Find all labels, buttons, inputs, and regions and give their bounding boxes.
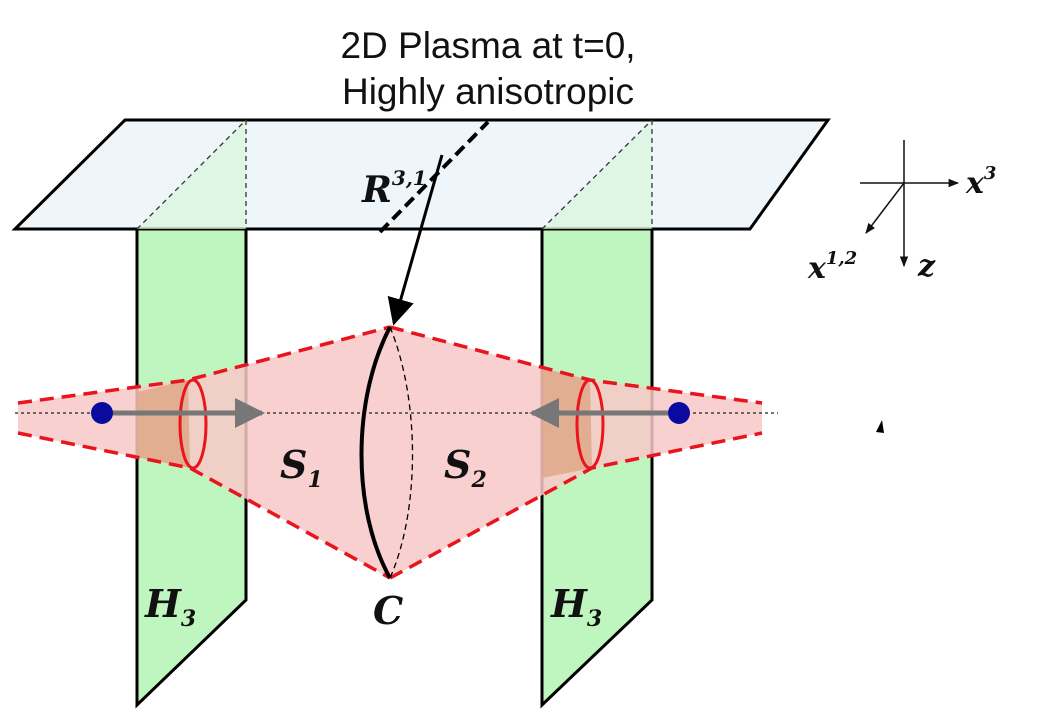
particle-right xyxy=(668,402,690,424)
overlap-left xyxy=(137,380,190,468)
horizon-right-symbol: H xyxy=(550,581,588,626)
horizon-right-label: H3 xyxy=(550,581,602,632)
annotation-line2: Highly anisotropic xyxy=(342,71,634,112)
annotation-dashed-pointer xyxy=(378,120,490,234)
curve-c-back xyxy=(389,326,414,579)
horizon-left-symbol: H xyxy=(144,581,182,626)
cone-ellipse-right xyxy=(575,378,605,470)
curve-c-front xyxy=(359,326,392,579)
s1-outline-top xyxy=(17,325,391,405)
curve-c-label: C xyxy=(373,588,403,633)
axis-x3-superscript: 3 xyxy=(984,163,997,184)
axis-x12-label: x1,2 xyxy=(807,248,857,286)
horizon-right-subscript: 3 xyxy=(587,606,602,632)
space-superscript: 3,1 xyxy=(392,166,427,190)
small-mark xyxy=(876,420,884,433)
axis-x3-symbol: x xyxy=(965,166,985,201)
axis-x3-label: x3 xyxy=(965,163,996,201)
surface-s1-label: S1 xyxy=(280,442,323,493)
plane-dashed-right xyxy=(541,119,653,230)
annotation-arrow xyxy=(387,154,444,326)
surface-s2-symbol: S xyxy=(444,442,471,487)
horizon-left-subscript: 3 xyxy=(181,606,196,632)
annotation-line1: 2D Plasma at t=0, xyxy=(340,25,635,66)
surface-s2-label: S2 xyxy=(444,442,487,493)
surface-s2-subscript: 2 xyxy=(470,467,486,493)
axis-x12-superscript: 1,2 xyxy=(826,248,857,269)
surface-s1-symbol: S xyxy=(280,442,307,487)
space-symbol: R xyxy=(361,169,392,211)
axis-z-label: z xyxy=(917,249,936,284)
particle-left xyxy=(91,402,113,424)
surface-s1-subscript: 1 xyxy=(307,467,322,493)
axis-x12-symbol: x xyxy=(807,251,827,286)
space-label: R3,1 xyxy=(361,166,427,211)
axis-x12-line xyxy=(865,182,905,234)
plane-dashed-left xyxy=(136,119,247,230)
horizon-left-label: H3 xyxy=(144,581,196,632)
cone-ellipse-left xyxy=(178,378,208,470)
